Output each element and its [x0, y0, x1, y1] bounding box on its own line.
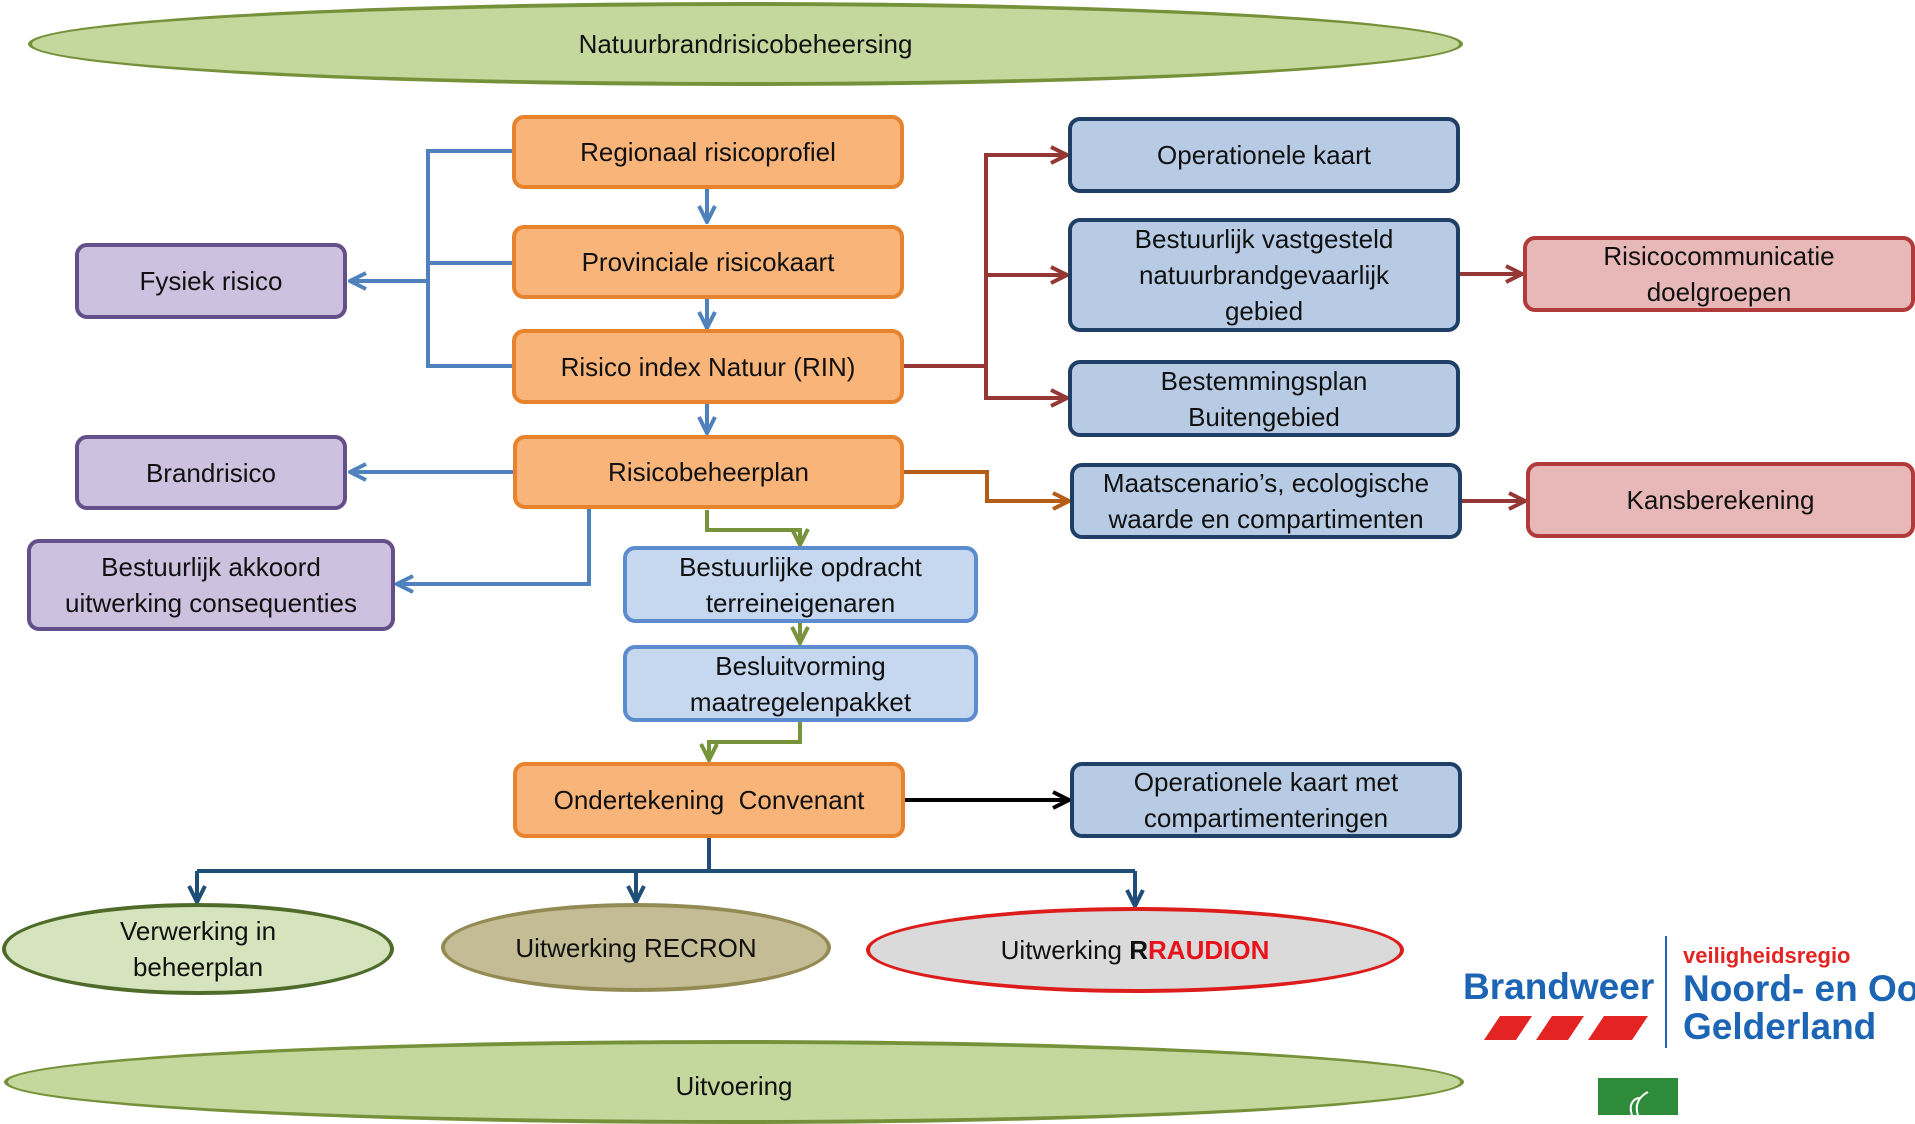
label-operationele-comp-line1: Operationele kaart met: [1133, 767, 1399, 797]
label-risicobeheerplan: Risicobeheerplan: [608, 457, 809, 487]
arrow-to-opdracht: [705, 510, 800, 545]
node-kansberekening: Kansberekening: [1526, 462, 1915, 538]
node-fysiek-risico: Fysiek risico: [75, 243, 347, 319]
label-besluitvorming-line2: maatregelenpakket: [689, 686, 912, 717]
node-operationele-comp: Operationele kaart met compartimentering…: [1070, 762, 1462, 838]
logo-gelderland-text: Gelderland: [1683, 1006, 1877, 1047]
label-fysiek: Fysiek risico: [139, 266, 283, 296]
label-operationele-comp-line2: compartimenteringen: [1143, 803, 1389, 833]
logo-veiligheidsregio-text: veiligheidsregio: [1683, 943, 1851, 968]
arrow-to-bestemmingsplan: [984, 366, 1067, 398]
node-provinciale-risicokaart: Provinciale risicokaart: [512, 225, 904, 299]
node-regionaal-risicoprofiel: Regionaal risicoprofiel: [512, 115, 904, 189]
arrow-to-maatscenarios: [904, 470, 1069, 501]
node-ondertekening-convenant: Ondertekening Convenant: [513, 762, 905, 838]
label-recron: Uitwerking RECRON: [515, 932, 757, 963]
banner-uitvoering: Uitvoering: [4, 1040, 1464, 1124]
arrow-to-akkoord: [397, 508, 591, 584]
node-besluitvorming: Besluitvorming maatregelenpakket: [623, 645, 978, 722]
node-rin: Risico index Natuur (RIN): [512, 329, 904, 404]
label-risicocommunicatie-line2: doelgroepen: [1646, 277, 1792, 307]
node-brandrisico: Brandrisico: [75, 435, 347, 510]
node-bestuurlijke-opdracht: Bestuurlijke opdracht terreineigenaren: [623, 546, 978, 623]
label-raudion-prefix: Uitwerking: [1000, 935, 1130, 965]
node-risicobeheerplan: Risicobeheerplan: [513, 435, 904, 509]
label-besluitvorming-line1: Besluitvorming: [715, 650, 886, 681]
label-vastgesteld-line2: natuurbrandgevaarlijk: [1138, 260, 1390, 290]
label-kansberekening: Kansberekening: [1626, 485, 1815, 515]
logo-noord-text: Noord- en Oost-: [1683, 968, 1915, 1009]
label-bestemmingsplan-line1: Bestemmingsplan: [1160, 365, 1368, 396]
label-maatscenarios-line1: Maatscenario’s, ecologische: [1102, 468, 1430, 498]
label-opdracht-line1: Bestuurlijke opdracht: [679, 551, 922, 582]
ellipse-recron: Uitwerking RECRON: [441, 903, 831, 992]
banner-natuurbrandrisicobeheersing: Natuurbrandrisicobeheersing: [28, 2, 1463, 86]
node-risicocommunicatie: Risicocommunicatie doelgroepen: [1523, 236, 1915, 312]
label-convenant: Ondertekening Convenant: [553, 785, 865, 815]
node-bestemmingsplan: Bestemmingsplan Buitengebied: [1068, 360, 1460, 437]
banner-bottom-label: Uitvoering: [675, 1071, 793, 1101]
label-raudion-r: R: [1129, 935, 1149, 965]
bracket-fysiek: [426, 149, 512, 368]
ellipse-verwerking: Verwerking in beheerplan: [2, 903, 394, 995]
label-provinciale: Provinciale risicokaart: [581, 247, 835, 277]
label-risicocommunicatie-line1: Risicocommunicatie: [1603, 241, 1835, 271]
label-opdracht-line2: terreineigenaren: [705, 587, 896, 618]
ellipse-raudion: Uitwerking RRAUDION: [866, 907, 1404, 993]
label-akkoord-line1: Bestuurlijk akkoord: [101, 552, 321, 582]
arrow-to-convenant: [709, 720, 802, 760]
logo-brandweer-text: Brandweer: [1463, 966, 1655, 1007]
label-maatscenarios-line2: waarde en compartimenten: [1108, 504, 1424, 534]
node-operationele-kaart: Operationele kaart: [1068, 117, 1460, 193]
node-maatscenarios: Maatscenario’s, ecologische waarde en co…: [1070, 463, 1462, 539]
label-raudion: Uitwerking RRAUDION: [1001, 932, 1270, 968]
label-raudion-rest: RAUDION: [1148, 935, 1270, 965]
node-vastgesteld: Bestuurlijk vastgesteld natuurbrandgevaa…: [1068, 218, 1460, 332]
node-bestuurlijk-akkoord: Bestuurlijk akkoord uitwerking consequen…: [27, 539, 395, 631]
label-vastgesteld-line3: gebied: [1224, 296, 1304, 326]
arrow-to-operationele: [984, 155, 1067, 366]
label-verwerking-line2: beheerplan: [132, 952, 264, 982]
label-operationele-kaart: Operationele kaart: [1157, 140, 1371, 170]
label-verwerking-line1: Verwerking in: [119, 916, 277, 946]
label-regionaal: Regionaal risicoprofiel: [580, 137, 836, 167]
label-bestemmingsplan-line2: Buitengebied: [1188, 401, 1340, 432]
label-brandrisico: Brandrisico: [145, 457, 277, 488]
banner-top-label: Natuurbrandrisicobeheersing: [578, 29, 913, 59]
label-akkoord-line2: uitwerking consequenties: [65, 588, 357, 618]
label-rin: Risico index Natuur (RIN): [560, 351, 856, 382]
label-vastgesteld-line1: Bestuurlijk vastgesteld: [1134, 224, 1394, 254]
